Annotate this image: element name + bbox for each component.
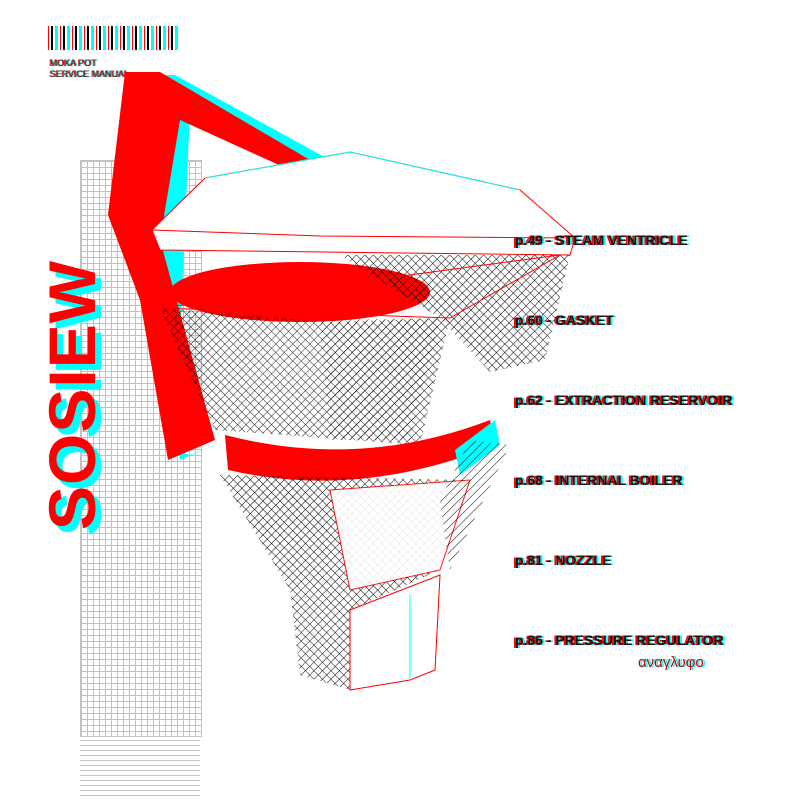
barcode-bar (51, 26, 53, 50)
barcode-bar (111, 26, 113, 50)
barcode-bar (175, 26, 178, 50)
barcode-bar (115, 26, 118, 50)
barcode-bar (108, 26, 109, 50)
header-line1: MOKA POT (50, 58, 98, 68)
label-steam-ventricle: p.49 - STEAM VENTRICLE (515, 232, 688, 248)
barcode-bar (99, 26, 101, 50)
barcode-bar (75, 26, 77, 50)
barcode-bar (60, 26, 61, 50)
barcode-bar (120, 26, 121, 50)
footnote-greek: αναγλυφο (638, 654, 704, 671)
barcode-bar (72, 26, 73, 50)
label-extraction-reservoir: p.62 - EXTRACTION RESERVOIR (515, 392, 733, 408)
barcode-bar (67, 26, 70, 50)
barcode-bar (168, 26, 169, 50)
barcode-bar (144, 26, 145, 50)
ring (225, 420, 495, 481)
label-internal-boiler: p.68 - INTERNAL BOILER (515, 472, 683, 488)
barcode-bar (127, 26, 130, 50)
barcode-bar (147, 26, 149, 50)
barcode-bar (135, 26, 137, 50)
barcode-bar (79, 26, 82, 50)
gasket (170, 262, 430, 322)
handle-red (108, 72, 310, 460)
label-nozzle: p.81 - NOZZLE (515, 552, 612, 568)
barcode-bar (96, 26, 97, 50)
barcode-bar (123, 26, 125, 50)
barcode-bar (103, 26, 106, 50)
barcode-bar (171, 26, 173, 50)
barcode-bar (163, 26, 166, 50)
label-gasket: p.60 - GASKET (515, 312, 614, 328)
barcode (48, 26, 178, 50)
barcode-bar (55, 26, 58, 50)
barcode-bar (151, 26, 154, 50)
header-line2: SERVICE MANUAL (50, 69, 130, 79)
title-sosiew: SOSIEW (35, 259, 109, 531)
label-pressure-regulator: p.86 - PRESSURE REGULATOR (515, 632, 724, 648)
barcode-bar (91, 26, 94, 50)
barcode-bar (87, 26, 89, 50)
barcode-bar (63, 26, 65, 50)
lid (151, 151, 576, 256)
barcode-bar (156, 26, 157, 50)
barcode-bar (84, 26, 85, 50)
ruled-lines (80, 740, 200, 800)
barcode-bar (139, 26, 142, 50)
barcode-bar (132, 26, 133, 50)
barcode-bar (48, 26, 49, 50)
barcode-bar (159, 26, 161, 50)
